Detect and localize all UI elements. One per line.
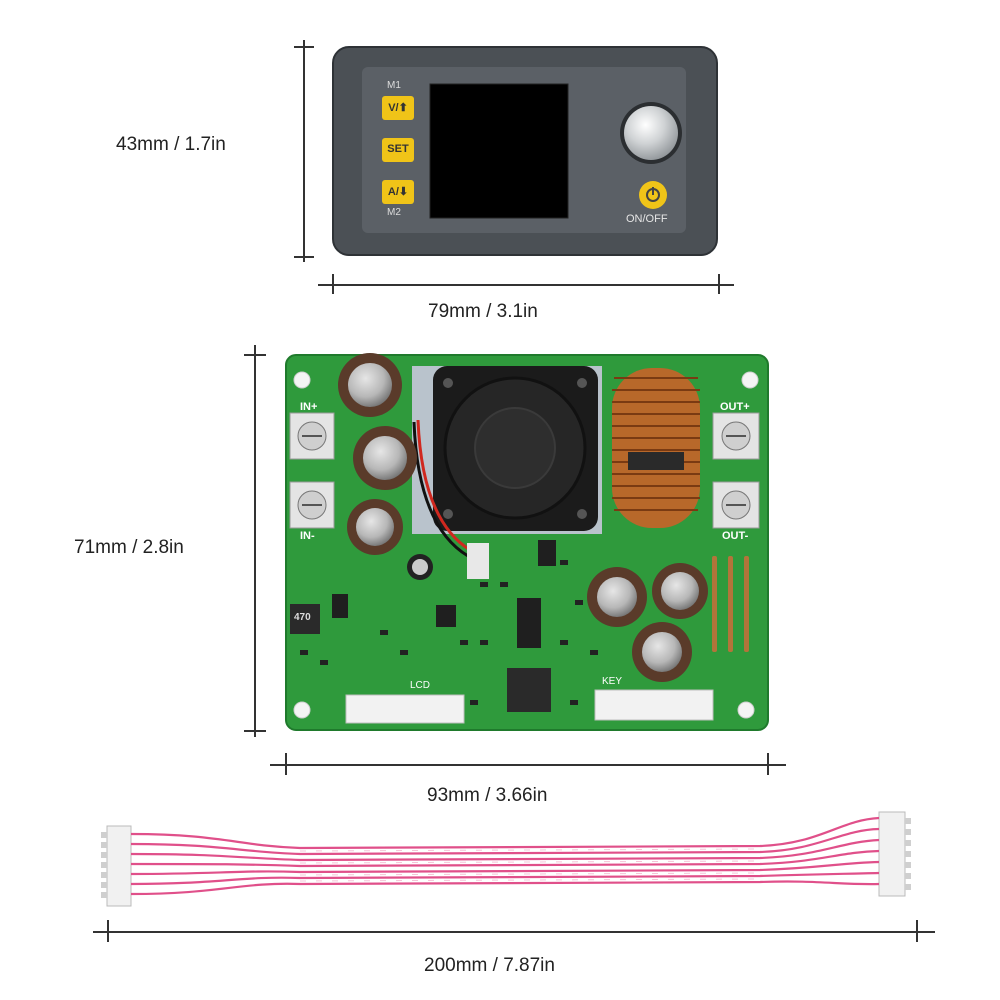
cable-length-line [93, 931, 935, 933]
capacitor [347, 499, 403, 555]
key-connector-label: KEY [602, 676, 623, 687]
display-height-label: 43mm / 1.7in [116, 134, 226, 155]
capacitor [587, 567, 647, 627]
mcu-chip [507, 668, 551, 712]
display-width-label: 79mm / 3.1in [428, 301, 538, 322]
lcd-connector-label: LCD [410, 680, 431, 691]
capacitor [632, 622, 692, 682]
chip [517, 598, 541, 648]
board-width-line [270, 764, 786, 766]
terminal-out-plus [712, 412, 760, 460]
capacitor [353, 426, 417, 490]
in-plus-label: IN+ [300, 401, 318, 413]
key-connector [594, 689, 714, 721]
board-height-label: 71mm / 2.8in [74, 537, 184, 558]
lcd-screen [429, 83, 569, 219]
power-label: ON/OFF [626, 213, 668, 225]
inductor-code: 470 [294, 612, 311, 623]
a-down-button[interactable] [382, 180, 414, 204]
m1-label: M1 [387, 80, 401, 91]
a-down-button-label: A/⬇ [387, 186, 409, 198]
cable-connector-left [106, 825, 132, 907]
board-height-line [254, 345, 256, 737]
v-up-button-label: V/⬆ [388, 102, 408, 114]
chip [332, 594, 348, 618]
mount-hole [293, 701, 311, 719]
display-height-line [303, 40, 305, 262]
lcd-connector [345, 694, 465, 724]
m2-label: M2 [387, 207, 401, 218]
cable-wires [130, 816, 880, 896]
terminal-in-plus [289, 412, 335, 460]
terminal-in-minus [289, 481, 335, 529]
toroid-inductor [612, 368, 700, 528]
set-button-label: SET [387, 143, 409, 155]
cable-length-label: 200mm / 7.87in [424, 955, 555, 976]
mount-hole [293, 371, 311, 389]
mount-hole [737, 701, 755, 719]
capacitor-small [407, 554, 433, 580]
in-minus-label: IN- [300, 530, 315, 542]
set-button[interactable] [382, 138, 414, 162]
capacitor [338, 353, 402, 417]
chip [436, 605, 456, 627]
shunt-resistors [712, 556, 749, 652]
cable-connector-right [878, 811, 906, 897]
capacitor [652, 563, 708, 619]
out-minus-label: OUT- [722, 530, 749, 542]
terminal-out-minus [712, 481, 760, 529]
board-width-label: 93mm / 3.66in [427, 785, 548, 806]
chip [538, 540, 556, 566]
display-width-line [318, 284, 734, 286]
v-up-button[interactable] [382, 96, 414, 120]
rotary-knob[interactable] [624, 106, 678, 160]
out-plus-label: OUT+ [720, 401, 750, 413]
fan-connector [467, 543, 489, 579]
fan-hub [474, 407, 556, 489]
smd-inductor [290, 604, 320, 634]
mount-hole [741, 371, 759, 389]
